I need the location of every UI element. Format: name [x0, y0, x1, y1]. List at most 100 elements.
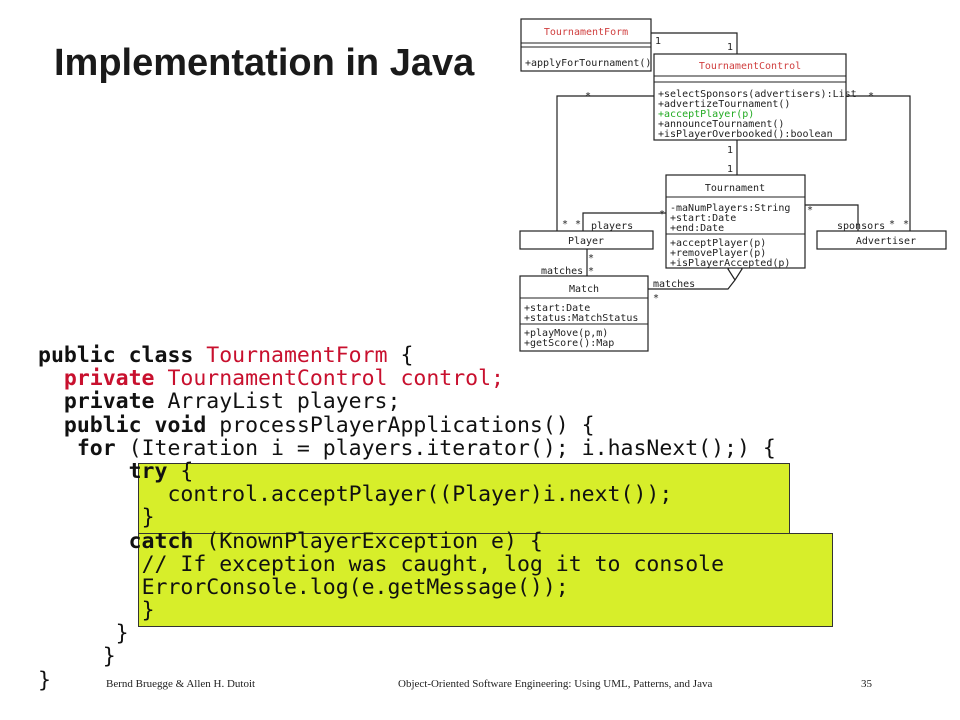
control-player-association: [556, 95, 654, 231]
page-number: 35: [861, 678, 872, 690]
footer-authors: Bernd Bruegge & Allen H. Dutoit: [106, 678, 256, 690]
code-comment: // If exception was caught, log it to co…: [141, 551, 725, 577]
role-matches-label: matches: [653, 279, 695, 290]
attribute: +start:Date: [670, 213, 736, 224]
class-name: Match: [569, 284, 599, 295]
operation: +selectSponsors(advertisers):List: [658, 89, 857, 100]
catch-block-highlight: [138, 533, 833, 627]
code-token: ArrayList players;: [154, 389, 401, 415]
uml-class-diagram: TournamentForm +applyForTournament() Tou…: [519, 18, 947, 352]
multiplicity-label: *: [585, 91, 591, 102]
code-token: TournamentControl control;: [167, 366, 504, 392]
tournament-match-aggregation: [648, 256, 743, 290]
multiplicity-label: *: [868, 91, 874, 102]
uml-associations: [556, 32, 911, 290]
code-token: }: [141, 505, 155, 531]
operation: +acceptPlayer(p): [670, 238, 766, 249]
java-code-listing: public class TournamentForm { private To…: [38, 344, 776, 692]
code-line-for-close: }: [38, 622, 776, 645]
code-token: (KnownPlayerException e) {: [193, 528, 543, 554]
multiplicity-label: *: [889, 219, 895, 230]
code-line-for: for (Iteration i = players.iterator(); i…: [38, 437, 776, 460]
multiplicity-label: *: [659, 209, 665, 220]
code-line-log-call: ErrorConsole.log(e.getMessage());: [38, 576, 776, 599]
multiplicity-label: 1: [655, 36, 661, 47]
operation: +isPlayerOverbooked():boolean: [658, 129, 833, 140]
code-line-field-players: private ArrayList players;: [38, 390, 776, 413]
operation: +advertizeTournament(): [658, 99, 790, 110]
operation: +isPlayerAccepted(p): [670, 258, 790, 269]
keyword: private: [63, 389, 155, 415]
class-player: Player: [519, 230, 654, 250]
code-token: ErrorConsole.log(e.getMessage());: [141, 574, 569, 600]
multiplicity-label: 1: [727, 164, 733, 175]
multiplicity-label: *: [588, 266, 594, 277]
multiplicity-label: 1: [727, 145, 733, 156]
operation: +removePlayer(p): [670, 248, 766, 259]
role-players-label: players: [591, 221, 633, 232]
keyword: private: [63, 366, 155, 392]
multiplicity-label: *: [807, 205, 813, 216]
code-token: }: [102, 644, 116, 670]
code-line-accept-call: control.acceptPlayer((Player)i.next());: [38, 483, 776, 506]
keyword: public void: [63, 412, 207, 438]
code-token: {: [387, 343, 414, 368]
code-line-catch-close: }: [38, 599, 776, 622]
role-sponsors-label: sponsors: [837, 221, 885, 232]
code-line-comment: // If exception was caught, log it to co…: [38, 553, 776, 576]
class-name: Tournament: [705, 183, 765, 194]
code-token: (Iteration i = players.iterator(); i.has…: [115, 435, 776, 461]
operation: +getScore():Map: [524, 338, 614, 349]
class-name-token: TournamentForm: [206, 343, 388, 368]
class-tournament-control: TournamentControl +selectSponsors(advert…: [653, 53, 857, 141]
code-line-field-control: private TournamentControl control;: [38, 367, 776, 390]
slide-title: Implementation in Java: [54, 42, 475, 84]
class-name: TournamentControl: [699, 61, 801, 72]
class-tournament: Tournament -maNumPlayers:String +start:D…: [665, 174, 806, 269]
operation-highlighted: +acceptPlayer(p): [658, 109, 754, 120]
class-match: Match +start:Date +status:MatchStatus +p…: [519, 275, 649, 352]
multiplicity-label: *: [653, 293, 659, 304]
code-token: }: [115, 621, 129, 647]
tournament-player-association: [582, 212, 666, 231]
role-matches-label: matches: [541, 266, 583, 277]
control-advertiser-association: [846, 95, 911, 231]
uml-labels: 1 1 1 1 * * * * players * * sponsors * *…: [541, 36, 909, 304]
operation: +announceTournament(): [658, 119, 784, 130]
keyword: catch: [128, 528, 194, 554]
class-name: TournamentForm: [544, 27, 628, 38]
tournament-advertiser-association: [805, 204, 859, 231]
keyword: public class: [38, 343, 194, 368]
code-line-method-sig: public void processPlayerApplications() …: [38, 412, 776, 438]
code-line-method-close: }: [38, 645, 776, 668]
operation: +applyForTournament(): [525, 58, 651, 69]
code-line-try: try {: [38, 460, 776, 483]
class-name: Player: [568, 236, 604, 247]
multiplicity-label: *: [562, 219, 568, 230]
code-line-class-decl: public class TournamentForm {: [38, 344, 776, 367]
multiplicity-label: *: [588, 253, 594, 264]
code-line-try-close: }: [38, 506, 776, 529]
class-advertiser: Advertiser: [816, 230, 947, 250]
code-token: }: [38, 667, 51, 693]
attribute: -maNumPlayers:String: [670, 203, 790, 214]
class-name: Advertiser: [856, 236, 916, 247]
attribute: +end:Date: [670, 223, 724, 234]
multiplicity-label: *: [575, 219, 581, 230]
operation: +playMove(p,m): [524, 328, 608, 339]
footer-book-title: Object-Oriented Software Engineering: Us…: [398, 678, 713, 690]
class-tournament-form: TournamentForm +applyForTournament(): [520, 18, 652, 72]
code-token: {: [167, 458, 194, 484]
keyword: for: [76, 435, 116, 461]
keyword: try: [128, 458, 168, 484]
attribute: +status:MatchStatus: [524, 313, 638, 324]
code-token: processPlayerApplications() {: [206, 412, 595, 438]
code-token: control.acceptPlayer((Player)i.next());: [167, 482, 673, 508]
form-control-association: [651, 32, 738, 54]
code-token: }: [141, 598, 155, 624]
multiplicity-label: *: [903, 219, 909, 230]
code-line-class-close: }: [38, 669, 776, 692]
attribute: +start:Date: [524, 303, 590, 314]
multiplicity-label: 1: [727, 42, 733, 53]
code-line-catch: catch (KnownPlayerException e) {: [38, 528, 776, 554]
